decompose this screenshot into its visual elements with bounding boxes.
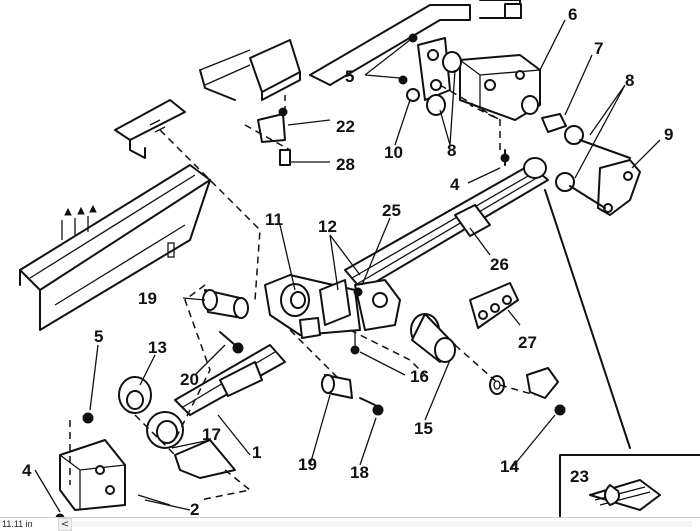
status-bar: 11.11 in < <box>0 517 700 531</box>
callout-19-lower: 19 <box>298 455 317 474</box>
callout-20: 20 <box>180 370 199 389</box>
callout-5-lower: 5 <box>94 327 103 346</box>
callout-11: 11 <box>265 210 283 229</box>
callout-5-upper: 5 <box>345 67 354 86</box>
leaf-spring <box>344 149 549 291</box>
callout-26: 26 <box>490 255 509 274</box>
scroll-left-button[interactable]: < <box>58 518 72 531</box>
callout-9: 9 <box>664 125 673 144</box>
spring-pin <box>410 313 566 416</box>
callout-10: 10 <box>384 143 403 162</box>
callout-25: 25 <box>382 201 401 220</box>
front-hanger-assembly <box>264 274 401 355</box>
callout-12: 12 <box>318 217 337 236</box>
callout-15: 15 <box>414 419 433 438</box>
callout-16: 16 <box>410 367 429 386</box>
callout-4-upper: 4 <box>450 175 460 194</box>
callout-labels: 1 2 4 4 5 5 6 7 8 8 9 10 11 12 13 14 15 … <box>22 5 673 519</box>
callout-6: 6 <box>568 5 577 24</box>
leader-lines <box>34 19 661 513</box>
callout-27: 27 <box>518 333 537 352</box>
callout-18: 18 <box>350 463 369 482</box>
zoom-label: 11.11 in <box>2 519 33 529</box>
bushing-19 <box>202 289 353 399</box>
upper-frame-member <box>199 0 522 101</box>
callout-28: 28 <box>336 155 355 174</box>
spring-plate <box>469 282 519 329</box>
callout-17: 17 <box>202 425 221 444</box>
detail-inset <box>559 454 700 529</box>
shackle-assembly <box>541 113 641 216</box>
callout-4-lower: 4 <box>22 461 32 480</box>
callout-19-upper: 19 <box>138 289 157 308</box>
alignment-lines <box>69 84 631 501</box>
upper-bushings <box>398 33 462 116</box>
callout-13: 13 <box>148 338 167 357</box>
horizontal-scrollbar[interactable] <box>72 521 692 527</box>
bolts <box>219 107 384 416</box>
callout-14: 14 <box>500 457 519 476</box>
front-bracket <box>55 412 171 523</box>
callout-2: 2 <box>190 500 199 519</box>
frame-rail <box>19 99 211 331</box>
callout-8-left: 8 <box>447 141 456 160</box>
callout-23: 23 <box>570 467 589 486</box>
callout-7: 7 <box>594 39 603 58</box>
callout-22: 22 <box>336 117 355 136</box>
rear-hanger-bracket <box>459 54 541 121</box>
lower-leaf-spring <box>118 344 286 479</box>
callout-8-right: 8 <box>625 71 634 90</box>
callout-1: 1 <box>252 443 261 462</box>
